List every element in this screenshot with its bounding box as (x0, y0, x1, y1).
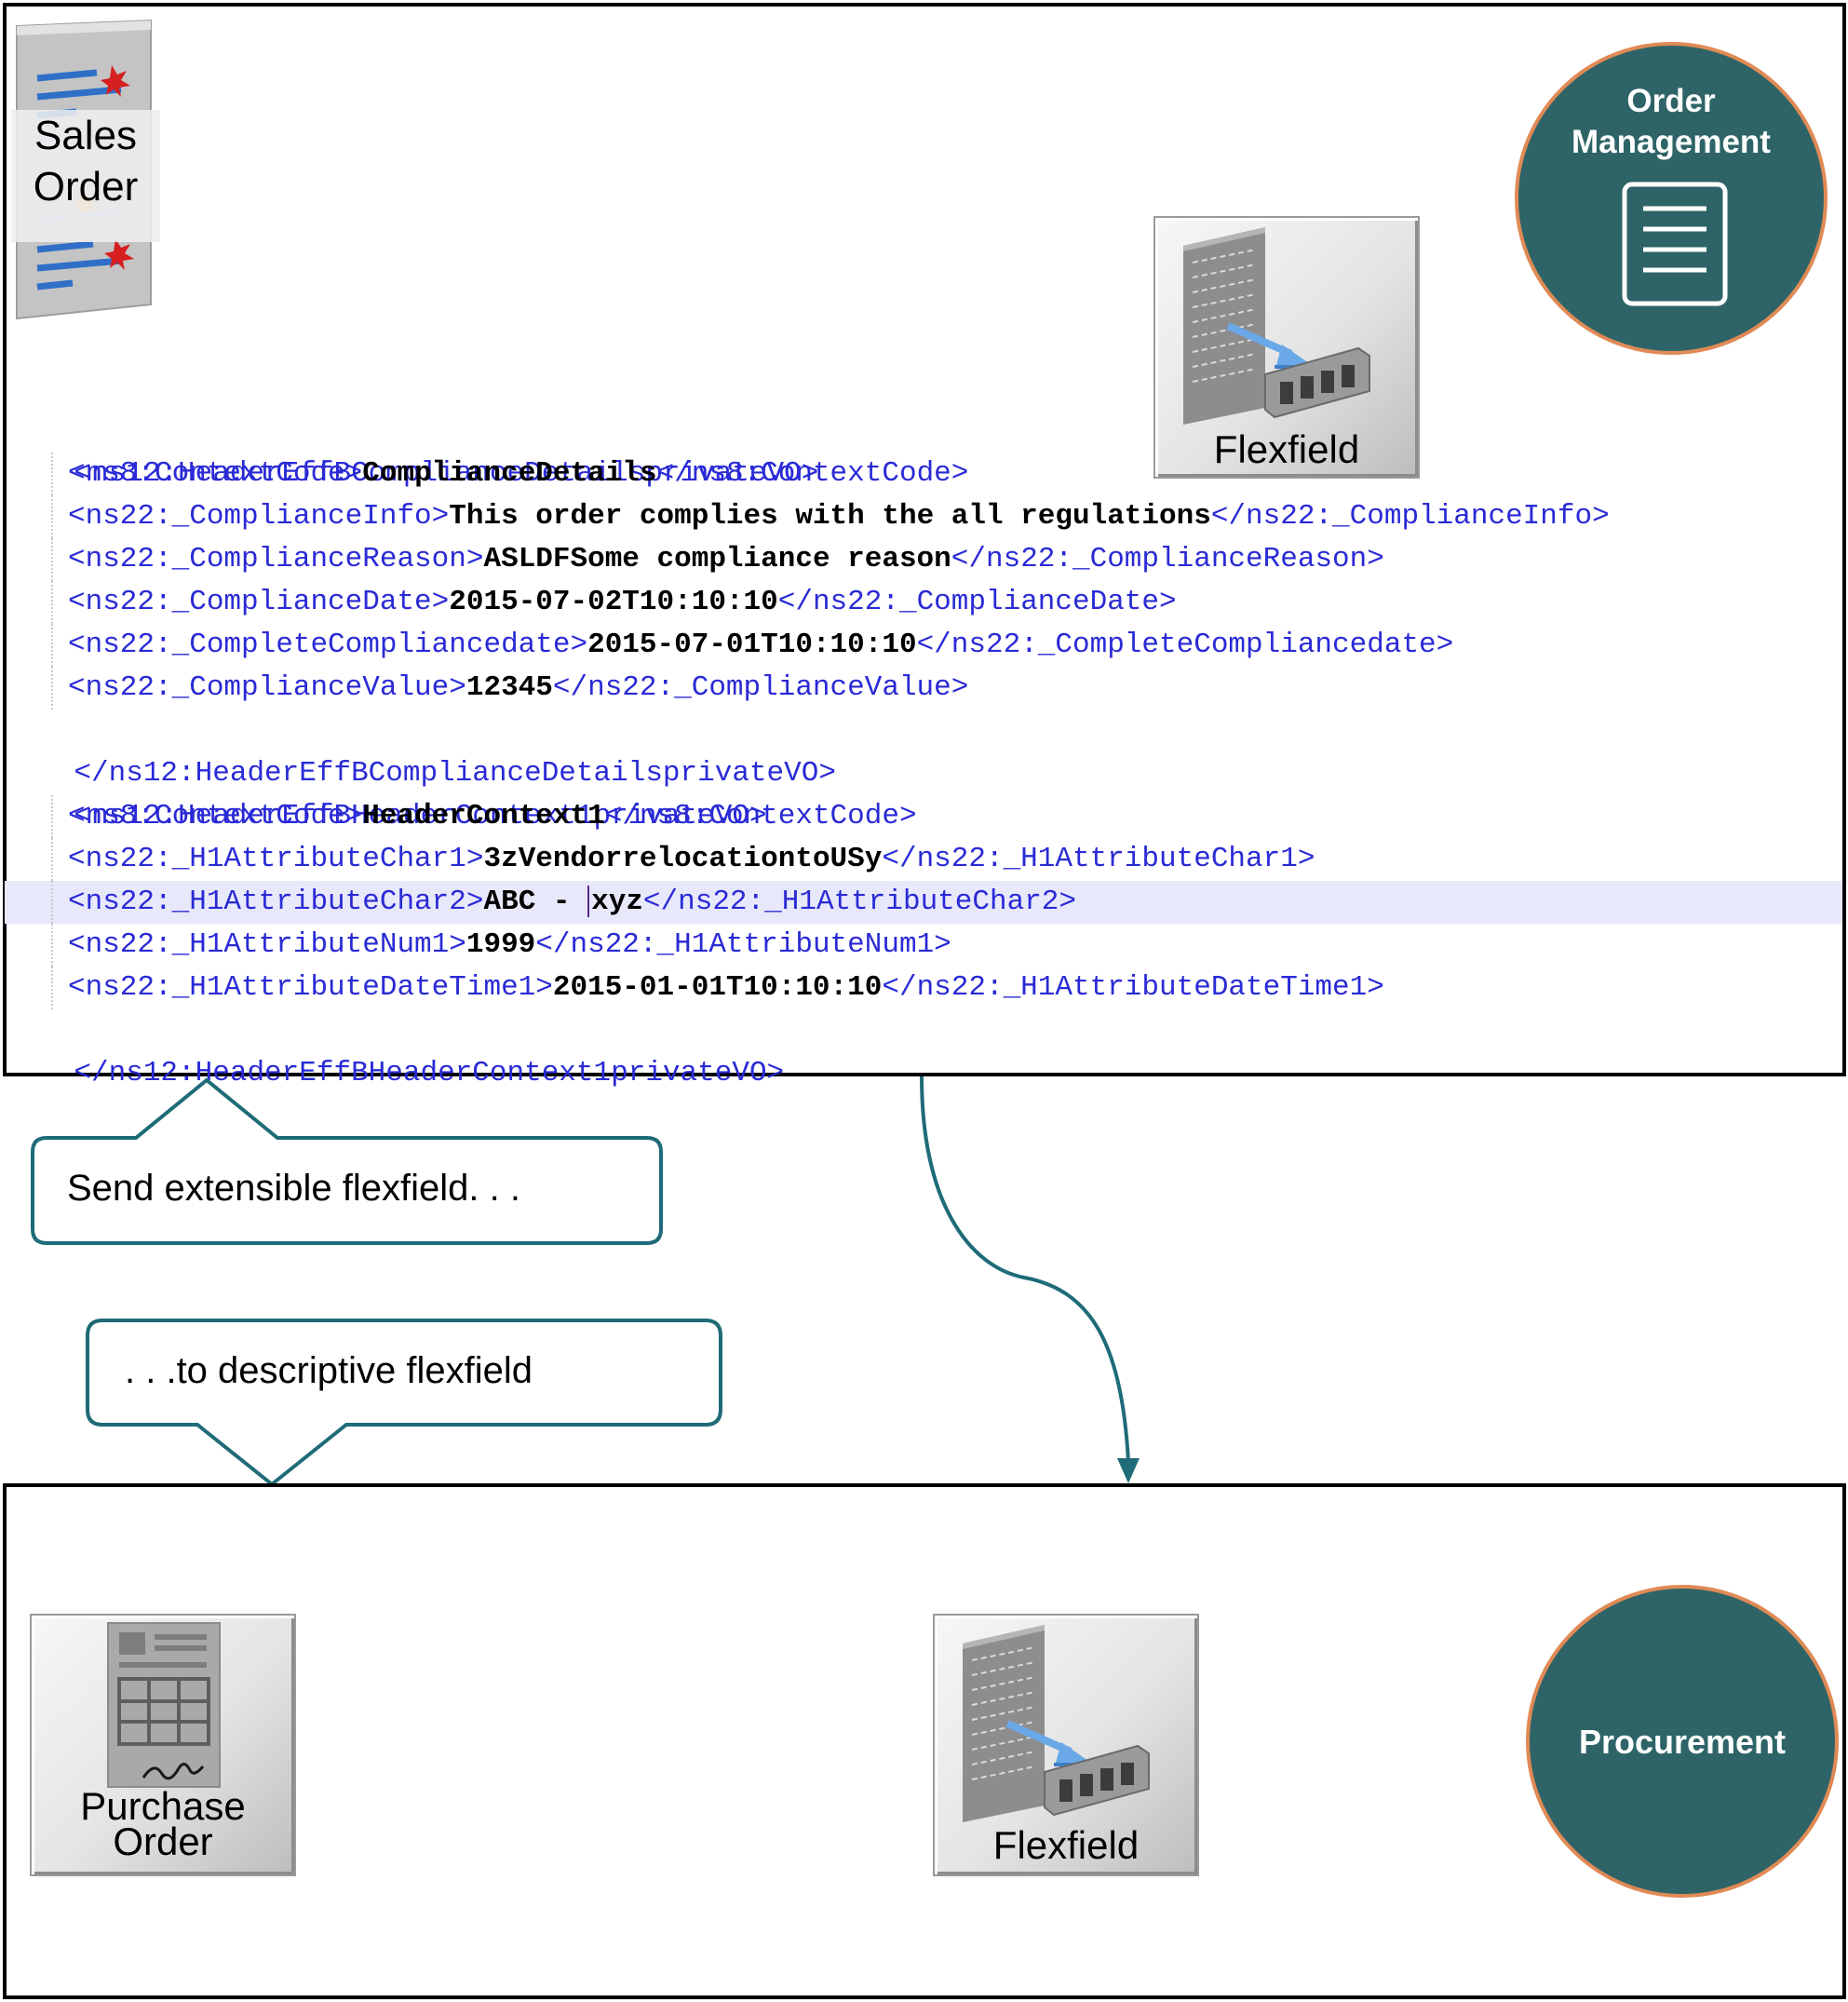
xml-open-tag: <ns22:_CompleteCompliancedate> (68, 629, 588, 661)
code-line: <ns12:HeaderEffBHeaderContext1privateVO> (5, 752, 1842, 832)
xml-open-tag: <ns8:ContextCode> (68, 457, 363, 490)
xml-close-tag: </ns22:_H1AttributeDateTime1> (882, 971, 1384, 1004)
flexfield-label-top: Flexfield (1213, 427, 1360, 471)
purchase-order-label: Purchase Order (32, 1784, 294, 1863)
to-callout-shape (86, 1319, 722, 1487)
xml-open-tag: <ns22:_ComplianceInfo> (68, 500, 450, 533)
xml-close-tag: </ns22:_H1AttributeChar1> (882, 843, 1315, 875)
xml-value: ABC - (483, 886, 588, 918)
connector-arrow (920, 1075, 1130, 1463)
purchase-order-tile: Purchase Order (30, 1614, 296, 1876)
code-line: <ns22:_CompleteCompliancedate>2015-07-01… (5, 624, 1842, 667)
xml-value: This order complies with the all regulat… (449, 500, 1211, 533)
procurement-badge: Procurement (1526, 1585, 1839, 1898)
xml-value: 2015-07-02T10:10:10 (449, 586, 778, 618)
code-line: <ns8:ContextCode>HeaderContext1</ns8:Con… (5, 795, 1842, 838)
xml-value: 12345 (465, 671, 553, 704)
xml-value: 2015-07-01T10:10:10 (587, 629, 917, 661)
xml-close-tag: </ns22:_CompleteCompliancedate> (916, 629, 1454, 661)
xml-close-tag: </ns22:_ComplianceDate> (777, 586, 1177, 618)
flexfield-icon (963, 1625, 1150, 1822)
send-callout-text: Send extensible flexfield. . . (67, 1168, 520, 1209)
send-callout-shape (31, 1077, 663, 1245)
xml-value: 1999 (465, 928, 536, 961)
flexfield-icon (1183, 227, 1370, 425)
code-line: <ns22:_ComplianceDate>2015-07-02T10:10:1… (5, 581, 1842, 624)
code-line: <ns8:ContextCode>ComplianceDetails</ns8:… (5, 453, 1842, 495)
xml-tag: <ns12:HeaderEffBHeaderContext1privateVO> (74, 800, 767, 832)
xml-value: 3zVendorrelocationtoUSy (483, 843, 883, 875)
order-management-title: Order Management (1571, 83, 1771, 160)
xml-open-tag: <ns8:ContextCode> (68, 800, 363, 832)
xml-open-tag: <ns22:_ComplianceReason> (68, 543, 484, 575)
code-line: <ns22:_ComplianceInfo>This order complie… (5, 495, 1842, 538)
purchase-order-label-line2: Order (113, 1819, 213, 1863)
xml-open-tag: <ns22:_H1AttributeChar2> (68, 886, 484, 918)
xml-tag: <ns12:HeaderEffBComplianceDetailsprivate… (74, 457, 819, 490)
purchase-order-document-icon (107, 1622, 221, 1788)
code-line: <ns22:_H1AttributeNum1>1999</ns22:_H1Att… (5, 924, 1842, 967)
xml-value: ComplianceDetails (362, 457, 657, 490)
xml-close-tag: </ns22:_ComplianceValue> (552, 671, 969, 704)
xml-close-tag: </ns22:_H1AttributeNum1> (535, 928, 951, 961)
xml-open-tag: <ns22:_ComplianceDate> (68, 586, 450, 618)
xml-close-tag: </ns8:ContextCode> (656, 457, 969, 490)
code-line: <ns22:_H1AttributeChar1>3zVendorrelocati… (5, 838, 1842, 881)
xml-open-tag: <ns22:_ComplianceValue> (68, 671, 466, 704)
purchase-order-label-line1: Purchase (80, 1784, 246, 1828)
xml-close-tag: </ns8:ContextCode> (604, 800, 917, 832)
xml-close-tag: </ns22:_ComplianceInfo> (1210, 500, 1610, 533)
order-management-badge: Order Management (1515, 42, 1828, 355)
code-line: <ns22:_ComplianceReason>ASLDFSome compli… (5, 538, 1842, 581)
xml-open-tag: <ns22:_H1AttributeChar1> (68, 843, 484, 875)
code-line: <ns12:HeaderEffBComplianceDetailsprivate… (5, 410, 1842, 490)
xml-value: xyz (591, 886, 643, 918)
code-line: </ns12:HeaderEffBHeaderContext1privateVO… (5, 1009, 1842, 1089)
flexfield-tile-bottom: Flexfield (933, 1614, 1199, 1876)
code-line: </ns12:HeaderEffBComplianceDetailsprivat… (5, 710, 1842, 790)
xml-tag: </ns12:HeaderEffBComplianceDetailsprivat… (74, 757, 836, 790)
document-lines-icon (1622, 182, 1728, 306)
xml-value: ASLDFSome compliance reason (483, 543, 951, 575)
xml-open-tag: <ns22:_H1AttributeNum1> (68, 928, 466, 961)
xml-open-tag: <ns22:_H1AttributeDateTime1> (68, 971, 553, 1004)
to-callout-text: . . .to descriptive flexfield (125, 1350, 533, 1391)
xml-tag: </ns12:HeaderEffBHeaderContext1privateVO… (74, 1057, 785, 1089)
code-line: <ns22:_ComplianceValue>12345</ns22:_Comp… (5, 667, 1842, 710)
xml-value: HeaderContext1 (362, 800, 605, 832)
flexfield-label-bottom: Flexfield (992, 1823, 1140, 1867)
procurement-title: Procurement (1578, 1723, 1787, 1761)
flexfield-tile-top: Flexfield (1153, 216, 1420, 479)
code-line: <ns22:_H1AttributeDateTime1>2015-01-01T1… (5, 967, 1842, 1009)
code-line-highlighted[interactable]: <ns22:_H1AttributeChar2>ABC - xyz</ns22:… (5, 881, 1842, 924)
text-cursor (587, 885, 590, 917)
xml-payload: <ns12:HeaderEffBComplianceDetailsprivate… (5, 410, 1842, 1089)
xml-close-tag: </ns22:_ComplianceReason> (951, 543, 1384, 575)
xml-value: 2015-01-01T10:10:10 (552, 971, 883, 1004)
sales-order-label: Sales Order (11, 110, 160, 242)
xml-close-tag: </ns22:_H1AttributeChar2> (642, 886, 1076, 918)
arrow-head (1117, 1458, 1140, 1483)
